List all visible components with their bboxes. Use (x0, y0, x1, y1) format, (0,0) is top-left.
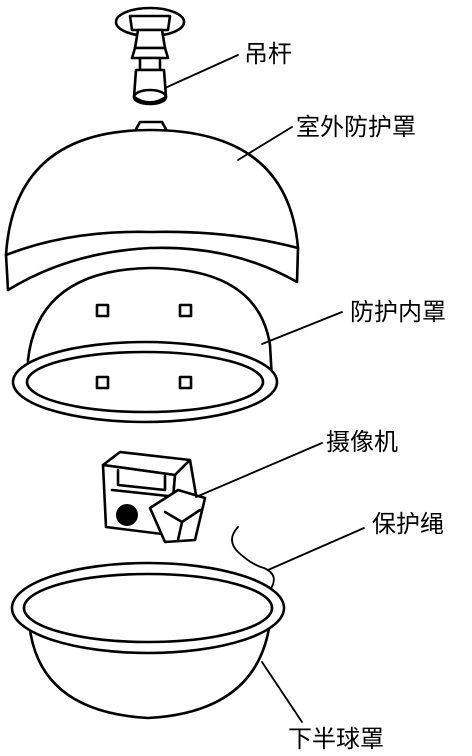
leader-outer-cover (237, 126, 293, 161)
leader-camera (195, 442, 323, 498)
pendant-rod-icon (114, 6, 186, 106)
inner-cover-window-3 (95, 375, 110, 390)
leader-rod (164, 54, 239, 89)
leader-lines (164, 54, 365, 723)
safety-rope-icon (231, 526, 275, 591)
leader-safety-rope (267, 527, 365, 571)
label-outer-cover: 室外防护罩 (296, 113, 416, 141)
label-camera: 摄像机 (326, 428, 398, 456)
label-lower-dome: 下半球罩 (288, 725, 384, 753)
inner-cover-window-4 (178, 375, 193, 390)
inner-cover-window-2 (178, 303, 193, 318)
inner-cover-window-1 (95, 303, 110, 318)
label-inner-cover: 防护内罩 (350, 298, 446, 326)
label-safety-rope: 保护绳 (372, 510, 444, 538)
lower-hemisphere-icon (10, 561, 286, 720)
label-rod: 吊杆 (244, 40, 292, 68)
camera-module-icon (101, 450, 207, 544)
leader-inner-cover (261, 311, 343, 345)
outdoor-cover-icon (4, 120, 300, 292)
leader-lower-dome (261, 661, 303, 723)
inner-cover-icon (11, 266, 279, 424)
